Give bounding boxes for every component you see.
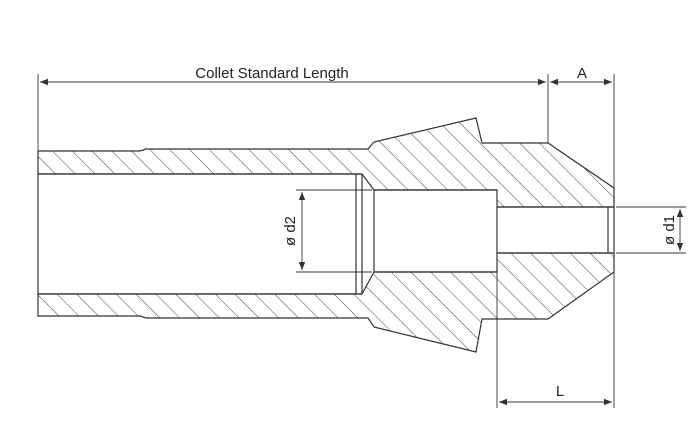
lower-wall-section	[37, 252, 615, 353]
upper-wall-section	[37, 117, 615, 208]
dimension-d2: ø d2	[282, 189, 372, 273]
l-label: L	[556, 383, 564, 400]
dimension-l: L	[496, 272, 615, 408]
standard-length-label: Collet Standard Length	[195, 65, 348, 82]
d2-label: ø d2	[282, 216, 299, 246]
a-label: A	[577, 65, 587, 82]
dimension-a: A	[550, 65, 615, 188]
d1-label: ø d1	[661, 215, 678, 245]
dimension-standard-length: Collet Standard Length	[37, 65, 549, 151]
bore-outline	[37, 173, 615, 295]
dimension-d1: ø d1	[616, 206, 686, 254]
